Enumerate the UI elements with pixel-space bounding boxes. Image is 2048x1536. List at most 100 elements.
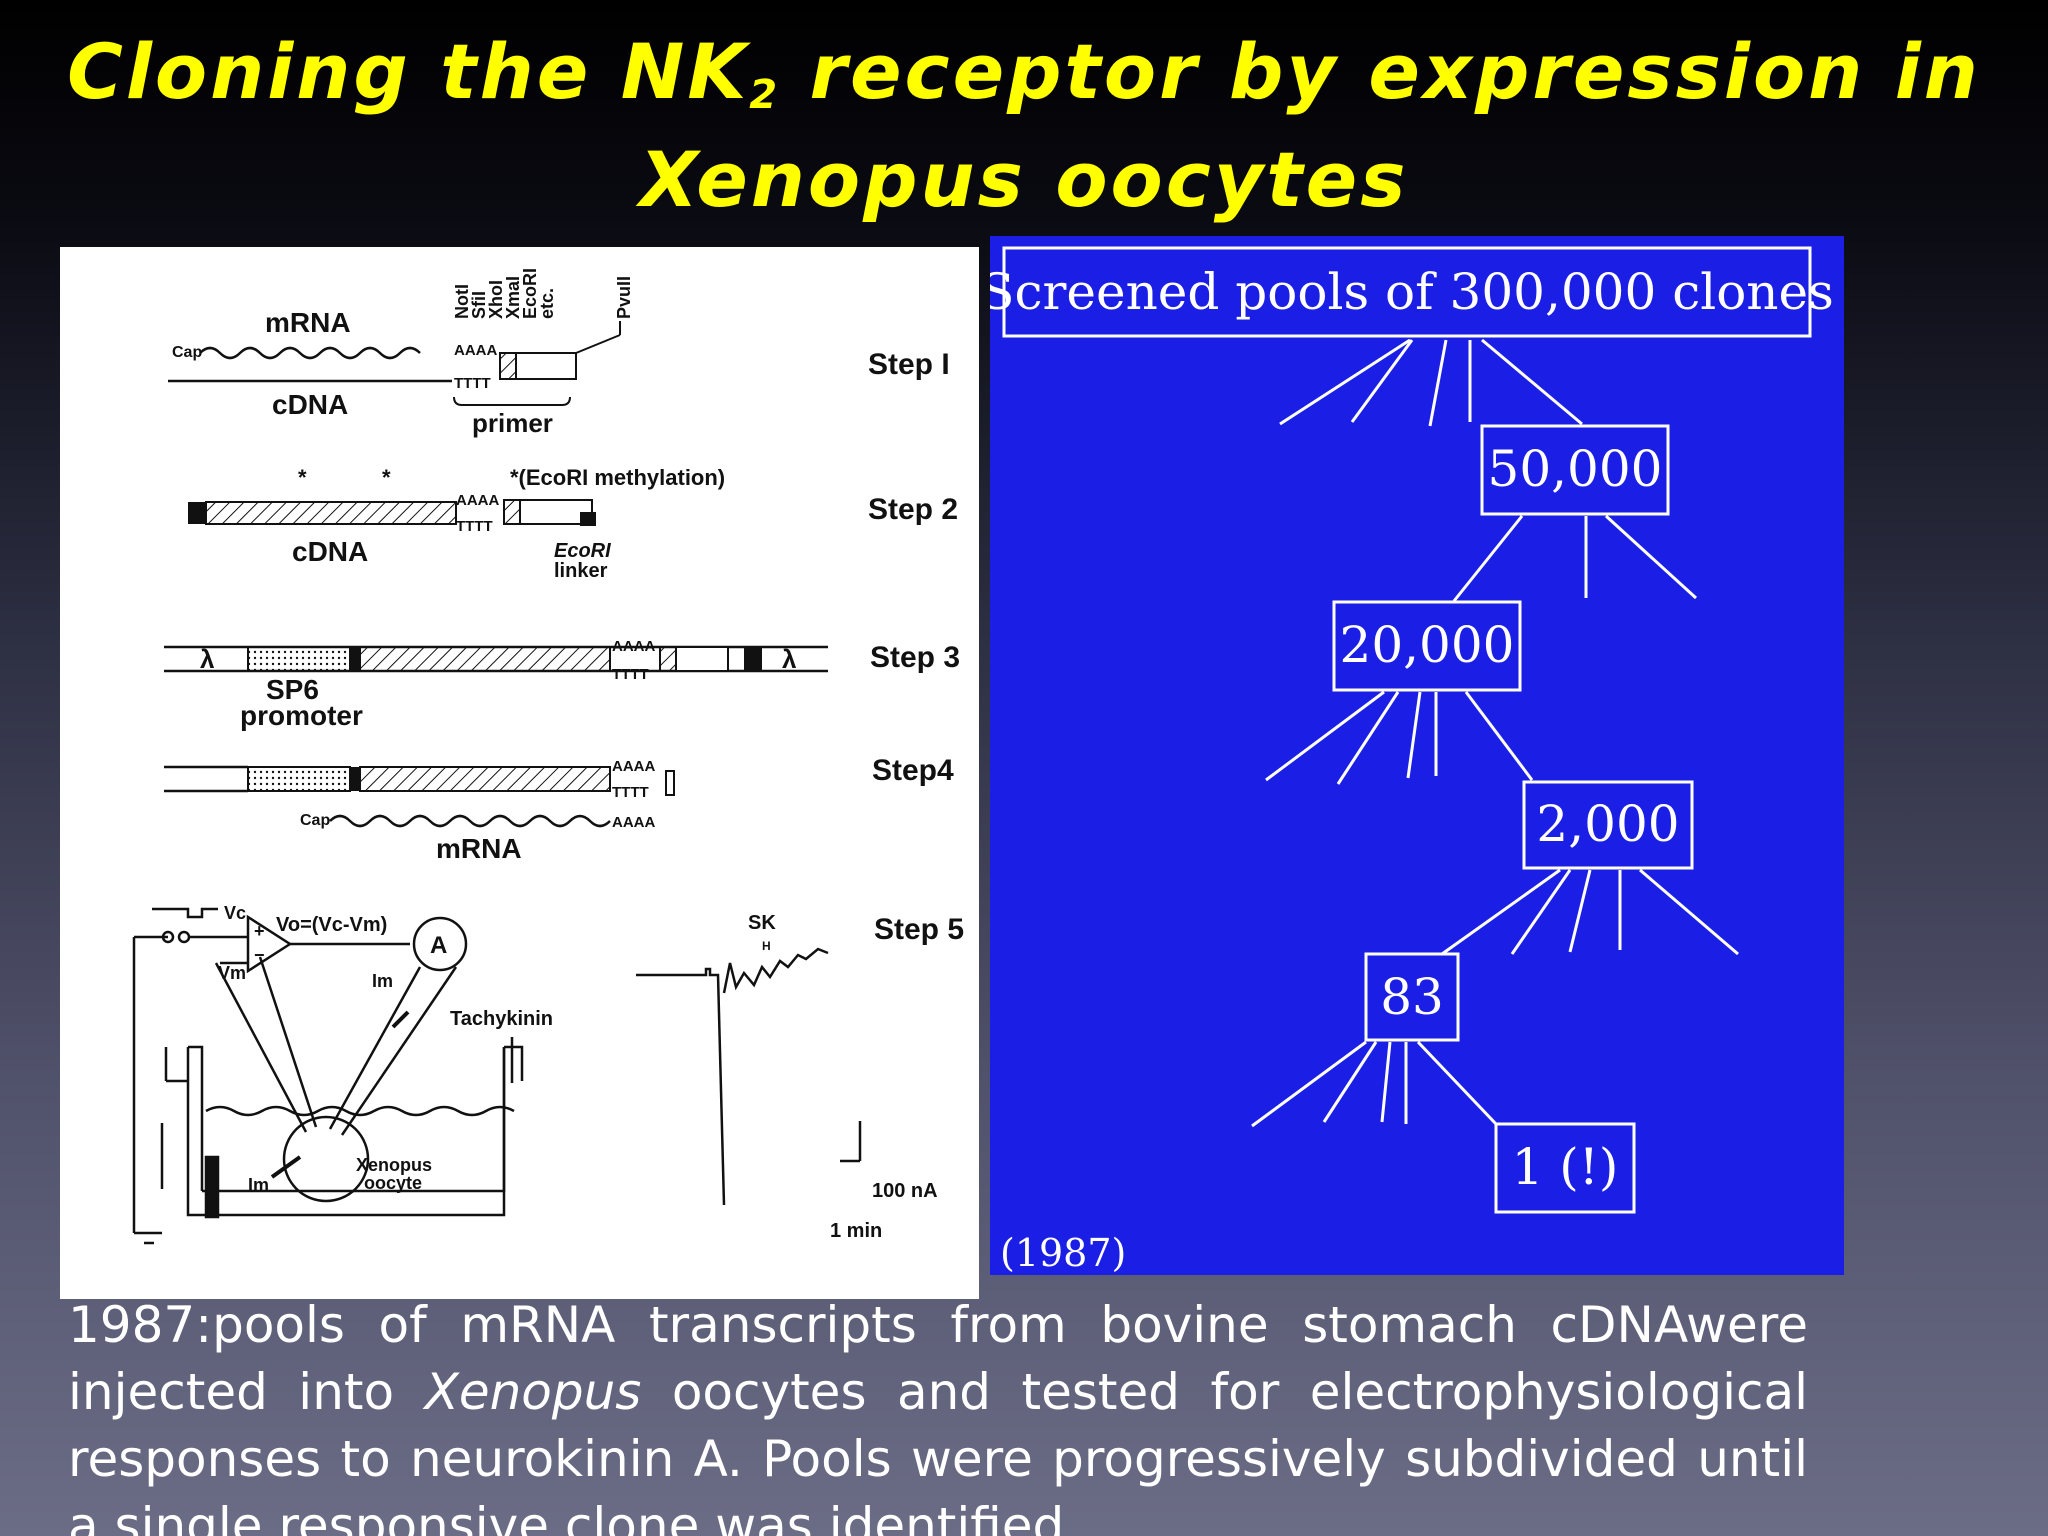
pvuii-pointer xyxy=(575,334,621,354)
step1-primer-label: primer xyxy=(472,408,553,438)
step5-electrode-4 xyxy=(340,966,458,1136)
site-pvuii: PvuII xyxy=(614,276,634,319)
step1-cdna-label: cDNA xyxy=(272,389,348,420)
step2-polyT: TTTT xyxy=(456,518,493,535)
step5-vc-label: Vc xyxy=(224,903,246,923)
step2-diagram: * * *(EcoRI methylation) AAAA TTTT cDNA … xyxy=(188,465,725,582)
tree-node-20000: 20,000 xyxy=(1332,600,1522,692)
step5-trace-recovery xyxy=(722,947,829,994)
step5-electrode-block xyxy=(204,1155,220,1219)
step1-site-block xyxy=(499,352,517,380)
step5-h-label: H xyxy=(762,939,771,953)
step3-junction xyxy=(350,647,360,671)
step5-tachykinin-label: Tachykinin xyxy=(450,1008,553,1030)
step4-diagram: AAAA TTTT Cap AAAA mRNA xyxy=(164,758,675,864)
step5-scale-time: 1 min xyxy=(830,1220,882,1242)
site-sfii: SfiI xyxy=(469,291,489,319)
step5-im-label-2: Im xyxy=(248,1175,269,1195)
title-text-b: receptor by expression in xyxy=(780,27,1981,116)
cloning-steps-svg: Step I Step 2 Step 3 Step4 Step 5 Cap mR… xyxy=(132,268,964,1245)
step4-junction xyxy=(350,767,360,791)
step5-vm-label: Vm xyxy=(218,963,246,983)
step3-polyT: TTTT xyxy=(612,666,649,683)
step5-diagram xyxy=(132,907,862,1245)
title-line-1: Cloning the NK2 receptor by expression i… xyxy=(0,18,2048,126)
step5-ammeter-label: A xyxy=(430,932,447,959)
cloning-steps-figure: Step I Step 2 Step 3 Step4 Step 5 Cap mR… xyxy=(60,247,979,1299)
step4-mrna-polyA: AAAA xyxy=(612,814,655,831)
tree-node-50000: 50,000 xyxy=(1480,424,1670,516)
step3-sp6-line2: promoter xyxy=(240,700,363,731)
step2-polyA: AAAA xyxy=(456,492,499,509)
step1-primer-bracket xyxy=(453,396,571,406)
tree-root-label: Screened pools of 300,000 clones xyxy=(990,263,1834,321)
tree-year-label: (1987) xyxy=(1000,1231,1126,1275)
step5-electrode-1 xyxy=(214,962,308,1133)
step1-mrna-wave xyxy=(199,346,421,360)
step3-polyA: AAAA xyxy=(612,638,655,655)
step2-site-block xyxy=(503,499,521,525)
step4-cdna-bar xyxy=(359,766,611,792)
step1-mrna-label: mRNA xyxy=(265,307,351,338)
tree-node-root: Screened pools of 300,000 clones xyxy=(990,246,1834,338)
step3-lambda-left: λ xyxy=(200,644,215,674)
step5-trace-base xyxy=(636,967,726,1206)
step2-linker-line1: EcoRI xyxy=(554,540,611,562)
tree-node-label: 20,000 xyxy=(1340,616,1515,674)
step5-xenopus-label: Xenopus xyxy=(356,1155,432,1175)
step5-oocyte xyxy=(282,1115,370,1203)
step5-electrode-2 xyxy=(258,956,318,1128)
step2-cdna-bar xyxy=(205,501,457,525)
step5-equation: Vo=(Vc-Vm) xyxy=(276,914,387,936)
step5-terminal-b xyxy=(177,930,191,944)
step5-ground xyxy=(132,935,168,1245)
step4-mrna-label: mRNA xyxy=(436,833,522,864)
site-xmai: XmaI xyxy=(503,276,523,319)
tree-node-83: 83 xyxy=(1364,952,1460,1042)
site-ecori: EcoRI xyxy=(520,268,540,319)
step5-sk-label: SK xyxy=(748,912,776,934)
step5-pulse xyxy=(152,907,218,919)
step-label-4: Step4 xyxy=(872,754,954,787)
slide-title: Cloning the NK2 receptor by expression i… xyxy=(0,18,2048,234)
step2-methylation-label: *(EcoRI methylation) xyxy=(510,465,725,490)
step5-im-label: Im xyxy=(372,971,393,991)
step1-polyT: TTTT xyxy=(454,375,491,392)
caption-part-2: oocytes and tested for electrophysiologi… xyxy=(68,1363,1808,1536)
slide-caption: 1987:pools of mRNA transcripts from bovi… xyxy=(68,1292,1808,1536)
title-subscript: 2 xyxy=(749,72,781,118)
tree-node-2000: 2,000 xyxy=(1522,780,1694,870)
step3-linker-block xyxy=(744,647,762,671)
step2-cdna-label: cDNA xyxy=(292,536,368,567)
step5-amplifier xyxy=(246,914,293,974)
step2-linker-block xyxy=(580,512,596,526)
step1-diagram: Cap mRNA AAAA TTTT cDNA primer NotI SfiI… xyxy=(168,268,634,438)
step1-vector-block xyxy=(515,352,577,380)
tree-node-label: 50,000 xyxy=(1488,440,1663,498)
step5-labels: Vc Vm + − Vo=(Vc-Vm) A Im Tachykinin Xen… xyxy=(218,903,938,1242)
step2-linker-line2: linker xyxy=(554,560,608,582)
step4-sp6-box xyxy=(247,766,351,792)
step4-cap-label: Cap xyxy=(300,812,330,829)
caption-italic: Xenopus xyxy=(424,1363,642,1421)
step5-scale-current: 100 nA xyxy=(872,1180,938,1202)
step5-im-arrow-2 xyxy=(270,1155,302,1179)
caption-part-1: 1987:pools of mRNA transcripts from bovi… xyxy=(68,1296,1808,1421)
step3-site-block xyxy=(659,646,677,672)
step5-electrode-3 xyxy=(328,966,422,1130)
tree-node-label: 1 (!) xyxy=(1512,1138,1619,1196)
step2-left-cap xyxy=(188,502,206,524)
site-etc: etc. xyxy=(537,288,557,319)
step3-sp6-line1: SP6 xyxy=(266,674,319,705)
step-label-1: Step I xyxy=(868,348,950,381)
step3-diagram: λ AAAA TTTT λ SP6 promoter xyxy=(164,638,828,731)
step4-polyT: TTTT xyxy=(612,784,649,801)
step-label-5: Step 5 xyxy=(874,913,964,946)
step5-bath-inner xyxy=(188,1045,524,1193)
step2-star-a: * xyxy=(298,465,307,490)
step5-ammeter xyxy=(412,916,468,972)
site-noti: NotI xyxy=(452,284,472,319)
step5-minus-sign: − xyxy=(254,945,265,965)
tree-node-1: 1 (!) xyxy=(1494,1122,1636,1214)
screening-tree-figure: Screened pools of 300,000 clones 50,000 … xyxy=(990,236,1844,1275)
